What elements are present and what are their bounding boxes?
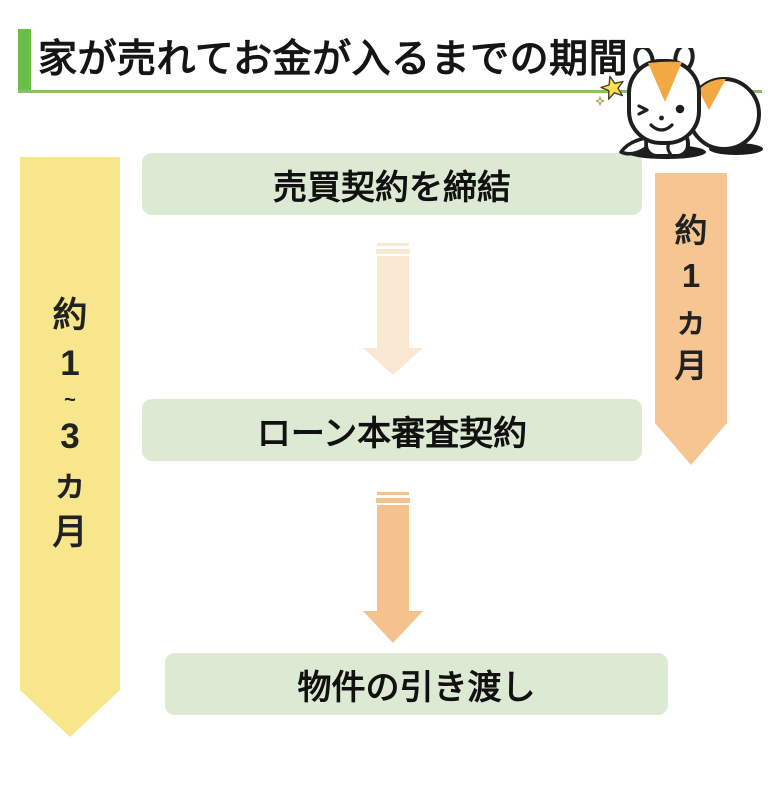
duration-banner-right-label: 約 1 ヵ 月 bbox=[674, 212, 708, 384]
hamster-mascot bbox=[596, 48, 763, 159]
duration-banner-right: 約 1 ヵ 月 bbox=[655, 173, 727, 465]
title-accent-bar bbox=[18, 29, 31, 90]
duration-banner-left: 約 1 ~ 3 ヵ 月 bbox=[20, 157, 120, 737]
step-box-label: ローン本審査契約 bbox=[256, 414, 528, 453]
title-underline bbox=[18, 90, 762, 93]
duration-banner-left-label: 約 1 ~ 3 ヵ 月 bbox=[52, 295, 88, 552]
step-box-property-handover: 物件の引き渡し bbox=[165, 653, 668, 715]
eye bbox=[675, 104, 685, 114]
step-box-sales-contract: 売買契約を締結 bbox=[142, 153, 642, 215]
step-box-loan-screening: ローン本審査契約 bbox=[142, 399, 642, 461]
down-pennant-yellow-icon bbox=[20, 157, 120, 737]
down-arrow-icon bbox=[363, 492, 423, 643]
wink-eye bbox=[637, 104, 649, 116]
step-box-label: 売買契約を締結 bbox=[273, 168, 511, 207]
step-box-label: 物件の引き渡し bbox=[297, 668, 536, 707]
down-arrow-icon bbox=[363, 243, 423, 375]
page-title: 家が売れてお金が入るまでの期間 bbox=[38, 38, 629, 81]
down-pennant-orange-icon bbox=[655, 173, 727, 465]
